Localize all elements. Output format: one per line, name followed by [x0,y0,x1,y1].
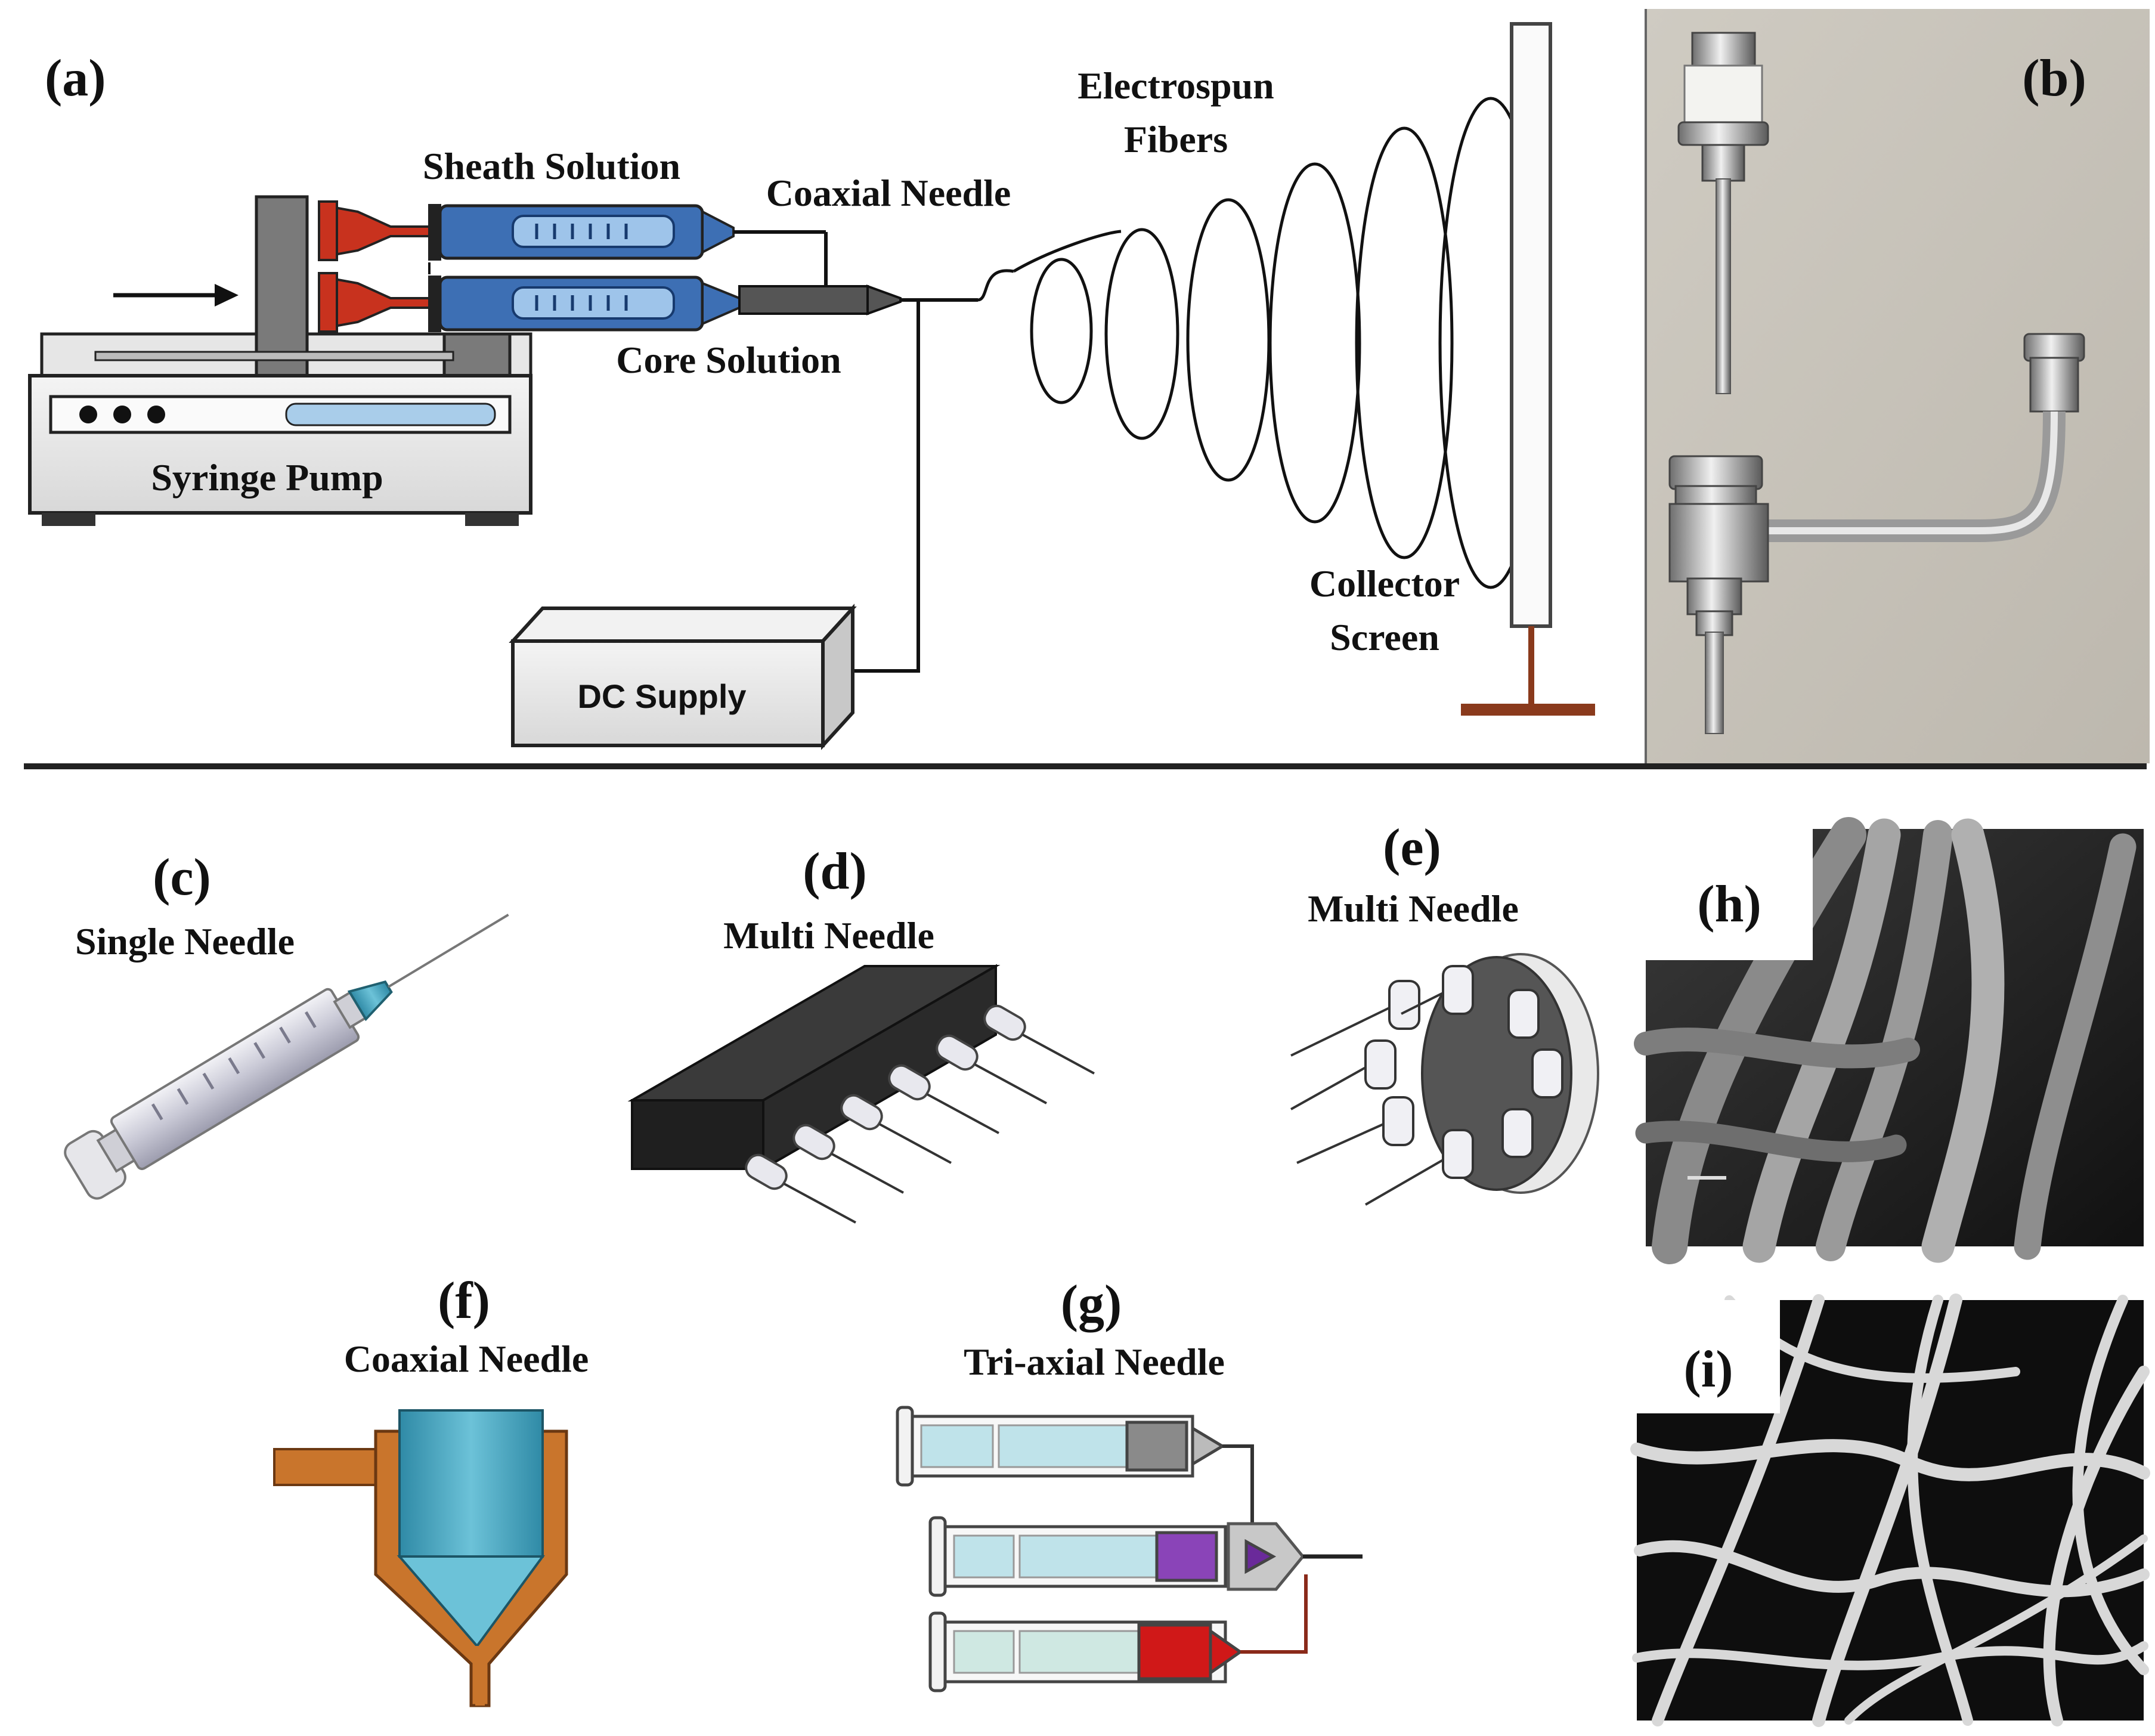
electrospun-fiber-jet [977,97,1543,589]
syringe-pump: Syringe Pump [28,195,532,526]
sem-fibers-i [1630,1294,2150,1727]
label-multi-needle-d: Multi Needle [723,914,934,957]
label-fibers: Fibers [1124,118,1228,160]
panel-h-tag: (h) [1697,875,1761,933]
multi-needle-disc-icon [1290,953,1599,1206]
sheath-syringe [318,200,828,286]
label-multi-needle-e: Multi Needle [1308,887,1519,930]
pump-indicator-dot [79,406,97,423]
panel-d-tag: (d) [803,843,867,901]
panel-e-tag: (e) [1383,819,1441,877]
pump-foot [42,513,95,526]
panel-c-tag: (c) [153,849,211,906]
core-plunger [324,276,439,330]
pump-display [285,403,496,426]
panel-g: (g) Tri-axial Needle [896,1275,1363,1692]
panel-c: (c) Single Needle [64,849,509,1200]
collector-screen [1461,22,1595,716]
label-syringe-pump: Syringe Pump [151,456,383,499]
multi-needle-block-icon [627,964,1095,1224]
panel-f-tag: (f) [438,1272,490,1330]
push-arrow-icon [113,284,239,307]
panel-a: (a) Syringe Pump [28,22,1595,750]
dc-supply: DC Supply [509,604,857,750]
coaxial-needle-nozzle [738,284,978,315]
pump-rod [94,351,454,361]
label-screen: Screen [1330,616,1439,658]
panel-i-tag: (i) [1683,1341,1733,1398]
panel-e: (e) Multi Needle [1290,819,1599,1206]
panel-a-tag: (a) [45,49,106,107]
single-needle-syringe-icon [64,914,509,1200]
single-metal-needle [1677,32,1769,394]
pump-pusher-block [255,195,309,377]
label-coaxial-needle-a: Coaxial Needle [766,172,1011,214]
label-triaxial-needle: Tri-axial Needle [964,1341,1225,1383]
coaxial-metal-needle [1668,333,2085,734]
panel-b: (b) [1645,9,2150,763]
label-single-needle: Single Needle [75,920,295,963]
label-dc-supply: DC Supply [577,677,746,715]
sheath-plunger [324,204,439,258]
panel-h: (h) [1634,817,2144,1264]
panel-f: (f) Coaxial Needle [273,1272,589,1707]
hv-wire [847,300,920,673]
label-collector: Collector [1309,562,1460,605]
pump-indicator-dot [147,406,165,423]
label-coaxial-needle-f: Coaxial Needle [344,1338,589,1380]
panel-g-tag: (g) [1061,1275,1122,1333]
label-sheath-solution: Sheath Solution [423,145,680,187]
pump-indicator-dot [113,406,131,423]
panel-i: (i) [1630,1294,2150,1727]
coaxial-needle-icon [273,1409,568,1707]
triaxial-needle-icon [896,1406,1363,1692]
core-syringe [318,272,741,333]
panel-b-tag: (b) [2022,49,2086,107]
label-electrospun: Electrospun [1078,64,1274,107]
panel-d: (d) Multi Needle [627,843,1095,1224]
pump-foot [465,513,519,526]
sem-fibers-h [1634,817,2137,1264]
label-core-solution: Core Solution [616,339,841,381]
